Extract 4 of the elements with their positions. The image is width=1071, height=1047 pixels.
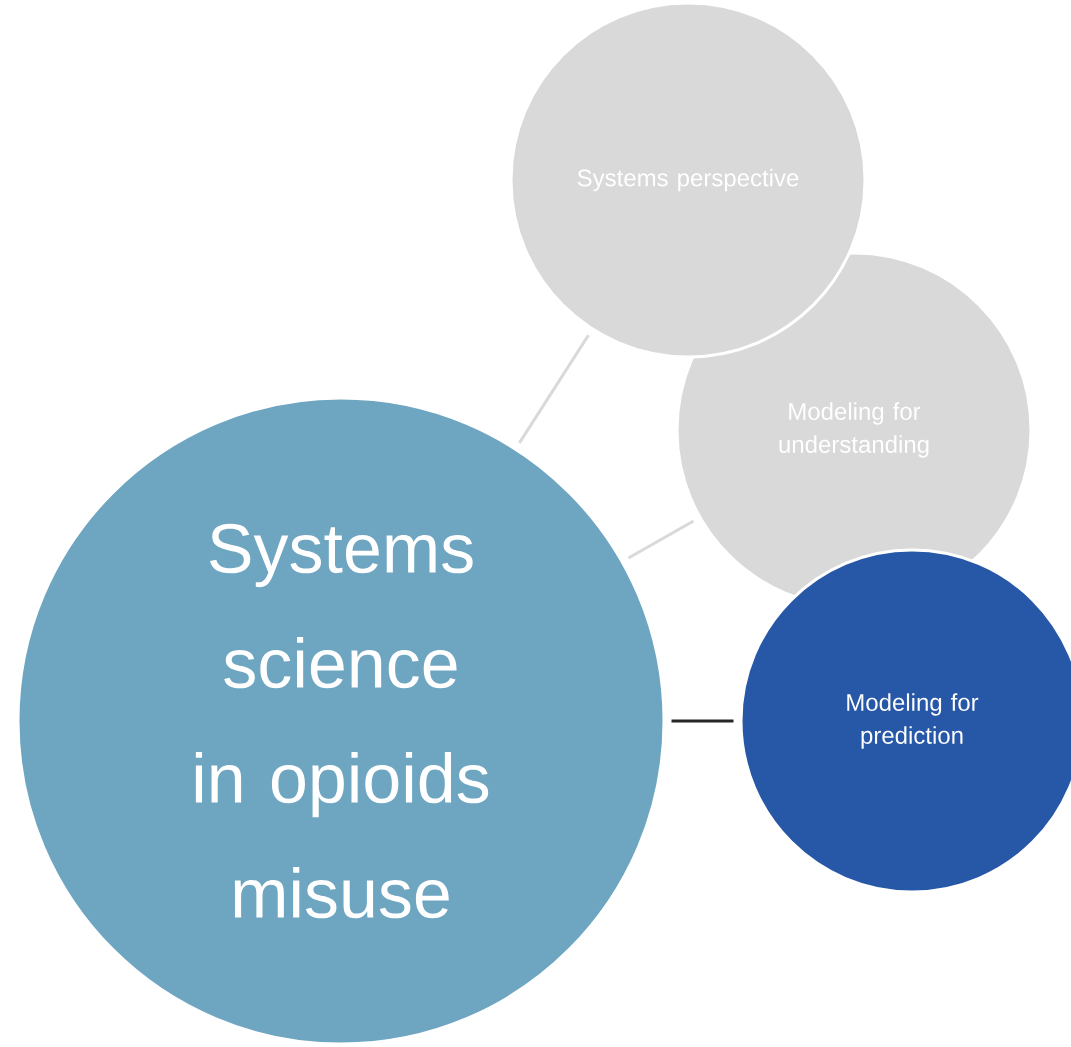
connector-line xyxy=(518,334,590,444)
connector-line xyxy=(671,719,734,723)
connector-line xyxy=(627,519,695,560)
circle-node: Systems science in opioids misuse xyxy=(16,396,666,1046)
